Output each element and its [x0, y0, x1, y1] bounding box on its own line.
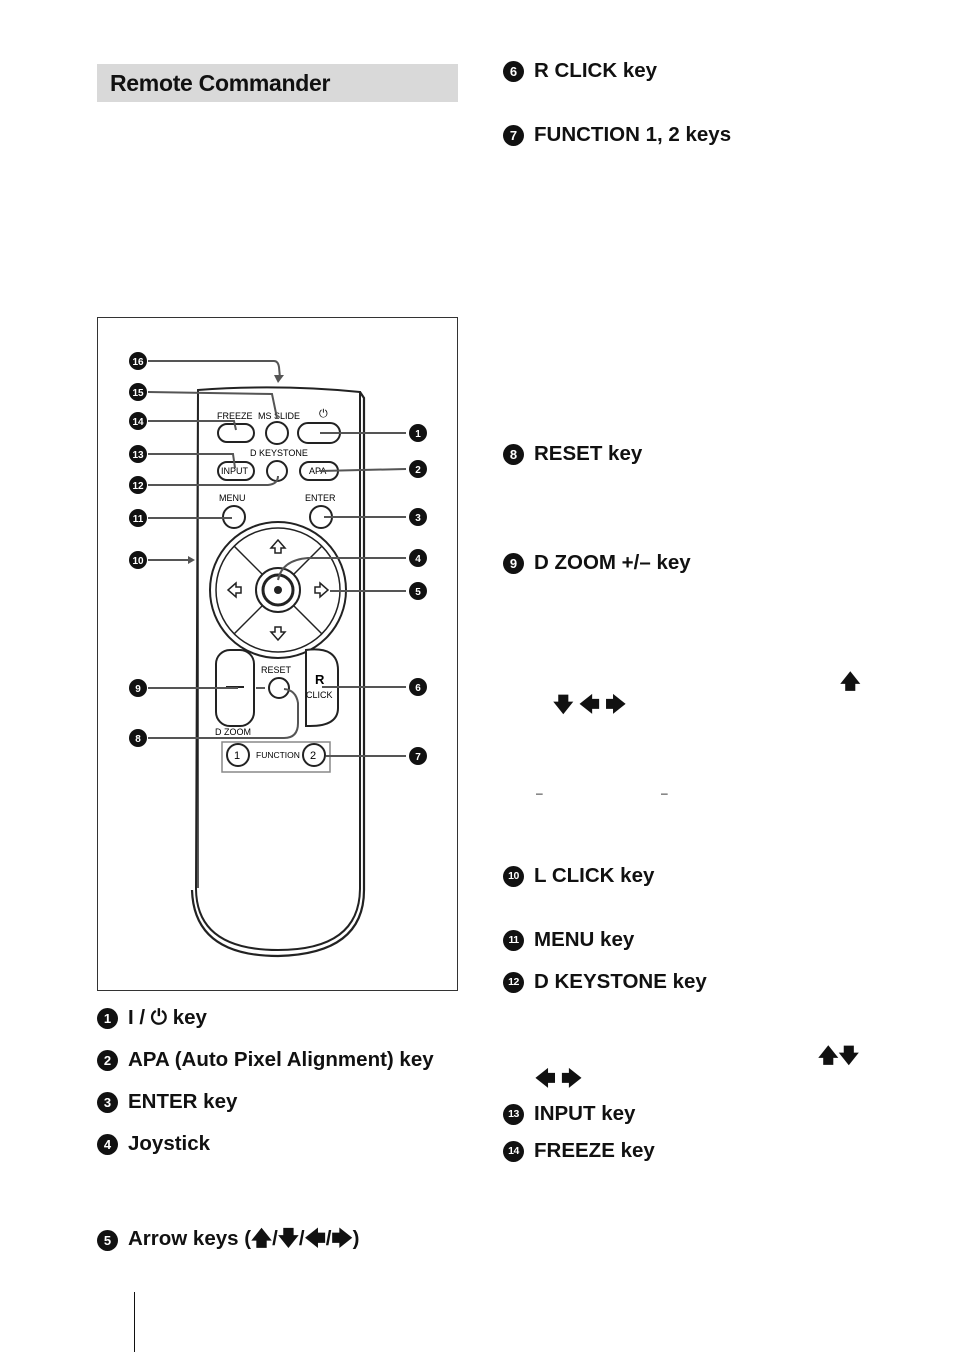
item-r-click-key: 6 R CLICK key: [503, 59, 657, 83]
callout-markers: 16 15 14 13 12 11 10 9 8 1 2 3 4 5 6 7: [129, 352, 427, 765]
item-number: 8: [503, 443, 524, 465]
item-label: Joystick: [128, 1132, 211, 1155]
ms-slide-label: MS SLIDE: [258, 411, 300, 421]
enter-label: ENTER: [305, 493, 336, 503]
callout-4: 4: [415, 554, 421, 565]
item-label: INPUT key: [534, 1102, 636, 1125]
item-freeze-key: 14 FREEZE key: [503, 1139, 655, 1163]
dash-mark: –: [661, 786, 668, 800]
arrow-keys-icon: 🡇 🡄 🡆: [553, 694, 626, 716]
item-arrow-keys: 5 Arrow keys (🡅/🡇/🡄/🡆): [97, 1223, 359, 1258]
callout-2: 2: [415, 465, 421, 476]
item-d-keystone-key: 12 D KEYSTONE key: [503, 970, 707, 994]
click-label: CLICK: [306, 690, 333, 700]
r-label: R: [315, 672, 325, 687]
item-number: 13: [503, 1103, 524, 1125]
item-l-click-key: 10 L CLICK key: [503, 864, 654, 888]
item-input-key: 13 INPUT key: [503, 1102, 635, 1126]
d-zoom-label: D ZOOM: [215, 727, 251, 737]
item-enter-key: 3 ENTER key: [97, 1090, 237, 1114]
item-number: 5: [97, 1230, 118, 1251]
function-label: FUNCTION: [256, 750, 300, 760]
callout-11: 11: [133, 514, 144, 525]
remote-illustration: FREEZE MS SLIDE ⏻ D KEYSTONE INPUT APA M…: [129, 352, 427, 958]
item-apa-key: 2 APA (Auto Pixel Alignment) key: [97, 1048, 434, 1072]
item-label: ENTER key: [128, 1090, 238, 1113]
callout-13: 13: [132, 450, 144, 461]
item-number: 1: [97, 1007, 118, 1029]
item-label: MENU key: [534, 928, 635, 951]
item-label: FREEZE key: [534, 1139, 655, 1162]
callout-1: 1: [415, 429, 421, 440]
item-label: APA (Auto Pixel Alignment) key: [128, 1048, 434, 1071]
arrow-left-right-icon: 🡄 🡆: [535, 1068, 582, 1090]
item-label: D KEYSTONE key: [534, 970, 707, 993]
fn2-label: 2: [310, 750, 316, 762]
item-label: L CLICK key: [534, 864, 655, 887]
callout-6: 6: [415, 683, 421, 694]
apa-label: APA: [309, 466, 326, 476]
callout-5: 5: [415, 587, 421, 598]
item-number: 10: [503, 865, 524, 887]
item-label: R CLICK key: [534, 59, 658, 82]
item-label: RESET key: [534, 442, 643, 465]
item-number: 6: [503, 60, 524, 82]
d-keystone-label: D KEYSTONE: [250, 448, 308, 458]
section-title: Remote Commander: [97, 64, 458, 102]
power-icon: ⏻: [319, 408, 328, 420]
callout-15: 15: [132, 388, 144, 399]
item-d-zoom-key: 9 D ZOOM +/– key: [503, 551, 691, 575]
callout-12: 12: [132, 481, 144, 492]
item-number: 14: [503, 1140, 524, 1162]
leader-lines: [147, 360, 407, 757]
item-reset-key: 8 RESET key: [503, 442, 642, 466]
callout-16: 16: [132, 357, 144, 368]
item-number: 12: [503, 971, 524, 993]
item-label: D ZOOM +/– key: [534, 551, 691, 574]
reset-label: RESET: [261, 665, 292, 675]
input-label: INPUT: [221, 466, 249, 476]
dash-mark: –: [536, 786, 543, 800]
item-number: 2: [97, 1049, 118, 1071]
item-label: Arrow keys (🡅/🡇/🡄/🡆): [128, 1227, 360, 1250]
callout-8: 8: [135, 734, 141, 745]
item-number: 4: [97, 1133, 118, 1155]
item-power-key: 1 I / ⏻ key: [97, 1006, 207, 1030]
item-joystick: 4 Joystick: [97, 1132, 210, 1156]
item-number: 9: [503, 552, 524, 574]
callout-14: 14: [132, 417, 144, 428]
item-number: 11: [503, 929, 524, 951]
item-menu-key: 11 MENU key: [503, 928, 634, 952]
item-number: 7: [503, 124, 524, 146]
fn1-label: 1: [234, 750, 240, 762]
callout-7: 7: [415, 752, 421, 763]
margin-rule: [134, 1292, 135, 1352]
item-label: I / ⏻ key: [128, 1006, 207, 1029]
arrow-up-down-icon: 🡅🡇: [818, 1045, 860, 1067]
callout-9: 9: [135, 684, 141, 695]
menu-label: MENU: [219, 493, 246, 503]
remote-figure: FREEZE MS SLIDE ⏻ D KEYSTONE INPUT APA M…: [97, 317, 458, 991]
arrow-up-icon: 🡅: [840, 671, 861, 693]
item-function-keys: 7 FUNCTION 1, 2 keys: [503, 123, 731, 147]
callout-3: 3: [415, 513, 421, 524]
item-label: FUNCTION 1, 2 keys: [534, 123, 732, 146]
callout-10: 10: [132, 556, 144, 567]
item-number: 3: [97, 1091, 118, 1113]
freeze-label: FREEZE: [217, 411, 253, 421]
